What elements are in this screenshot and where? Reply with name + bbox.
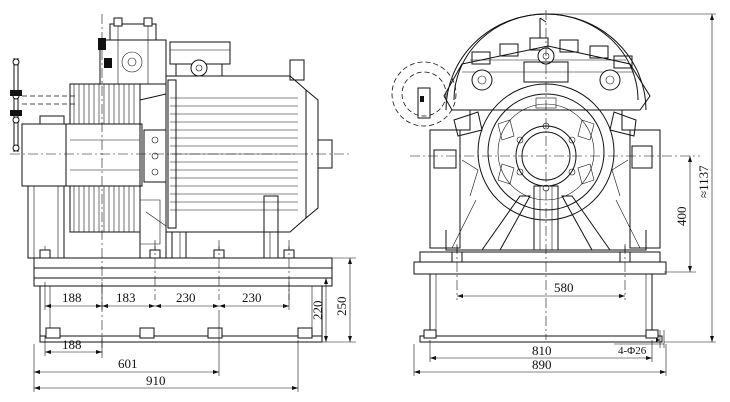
gearbox-housing [139, 93, 167, 259]
front-hole-callout: 4-Φ26 [614, 330, 665, 357]
front-housing [429, 83, 661, 249]
dim-230-right: 230 [242, 290, 262, 305]
dim-hole-spec: 4-Φ26 [618, 345, 647, 357]
dim-890: 890 [532, 357, 552, 372]
front-dimension-890: 890 [413, 344, 667, 376]
side-dimension-heights: 220 250 [310, 257, 356, 343]
dim-230-left: 230 [176, 290, 196, 305]
terminal-box [169, 41, 231, 77]
side-dimension-188: 188 [44, 336, 103, 356]
front-base [413, 246, 667, 343]
dim-1137: ≈1137 [696, 165, 711, 198]
dim-810: 810 [532, 343, 552, 358]
bearing-pedestal [21, 115, 71, 259]
side-dimension-601: 601 [33, 310, 220, 392]
side-dimension-row-top: 188 183 230 230 [44, 282, 290, 310]
side-view: 188 183 230 230 188 601 [10, 14, 356, 392]
dim-188-top: 188 [62, 290, 82, 305]
dim-601: 601 [118, 356, 138, 371]
brake-release-lever [10, 58, 76, 152]
brake-assembly [98, 17, 167, 100]
dim-250: 250 [334, 297, 349, 317]
dim-910: 910 [146, 373, 166, 388]
dim-188-bottom: 188 [62, 337, 82, 352]
brake-swing-circle [391, 61, 457, 127]
dim-400: 400 [674, 207, 689, 227]
front-brake-assembly [443, 13, 651, 111]
motor-body [165, 59, 333, 259]
front-dimension-810: 810 [429, 340, 653, 362]
dim-220: 220 [310, 301, 325, 321]
front-dimension-1137: ≈1137 [540, 13, 716, 343]
traction-sheave [65, 83, 143, 233]
front-view: 580 810 890 4-Φ26 [391, 10, 716, 376]
front-dimension-580: 580 [457, 280, 625, 298]
front-dimension-400: 400 [664, 156, 696, 273]
side-dimension-910: 910 [34, 340, 299, 392]
dim-580: 580 [554, 280, 574, 295]
dim-183: 183 [116, 290, 136, 305]
